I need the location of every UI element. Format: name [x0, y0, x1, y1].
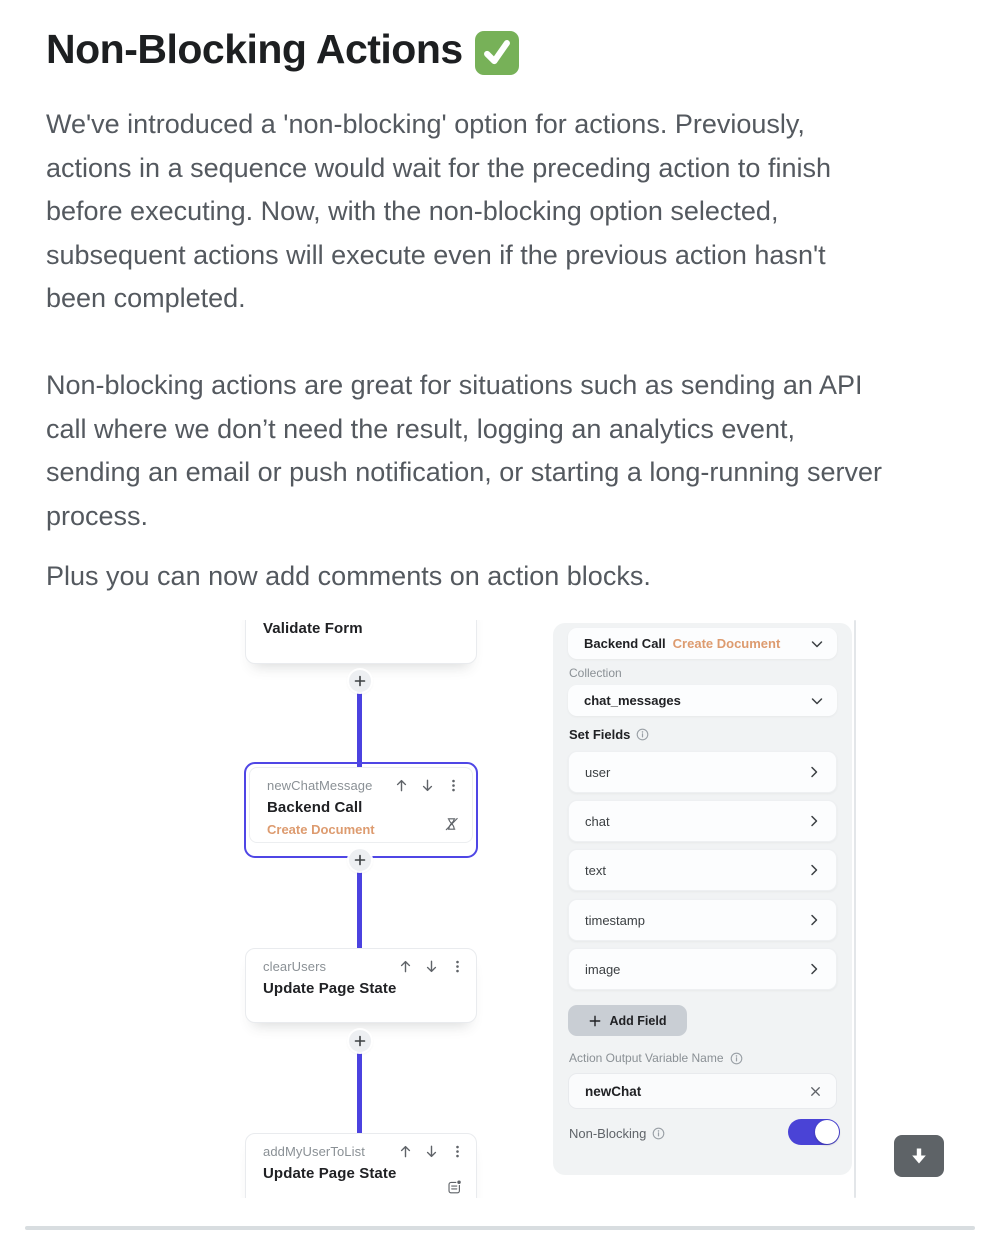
- plus-icon: [354, 675, 366, 687]
- arrow-down-icon: [912, 1148, 926, 1164]
- output-variable-value: newChat: [585, 1083, 642, 1099]
- action-card-selection-outline: newChatMessage Backend Call Create Docum…: [244, 762, 478, 858]
- action-card-new-chat-message[interactable]: newChatMessage Backend Call Create Docum…: [249, 767, 473, 843]
- action-properties-panel: Backend Call Create Document Collection …: [553, 623, 852, 1175]
- paragraph-line: sending an email or push notification, o…: [46, 457, 882, 487]
- chevron-right-icon: [806, 813, 822, 829]
- move-down-icon[interactable]: [423, 958, 440, 975]
- info-icon[interactable]: [652, 1127, 665, 1140]
- plus-icon: [354, 1035, 366, 1047]
- action-name-label: newChatMessage: [267, 778, 373, 793]
- plus-icon: [354, 854, 366, 866]
- paragraph-line: process.: [46, 500, 149, 531]
- page-title: Non-Blocking Actions: [46, 26, 519, 75]
- action-card-validate-form[interactable]: Validate Form: [245, 620, 477, 664]
- move-up-icon[interactable]: [397, 958, 414, 975]
- field-row-user[interactable]: user: [568, 751, 837, 793]
- comment-note-icon[interactable]: [446, 1178, 463, 1195]
- action-editor-screenshot: Validate Form newChatMessage Backend Cal…: [240, 620, 858, 1198]
- field-row-chat[interactable]: chat: [568, 800, 837, 842]
- non-blocking-label: Non-Blocking: [569, 1126, 665, 1141]
- kebab-menu-icon[interactable]: [449, 1143, 466, 1160]
- add-field-button[interactable]: Add Field: [568, 1005, 687, 1036]
- kebab-menu-icon[interactable]: [445, 777, 462, 794]
- move-down-icon[interactable]: [419, 777, 436, 794]
- add-action-button[interactable]: [349, 849, 371, 871]
- action-card-title: Update Page State: [263, 980, 397, 997]
- paragraph-intro: We've introduced a 'non-blocking' option…: [46, 103, 831, 321]
- action-name-label: addMyUserToList: [263, 1144, 365, 1159]
- field-name: image: [585, 961, 621, 977]
- action-connector-line: [357, 690, 362, 767]
- set-fields-label: Set Fields: [569, 727, 649, 742]
- collection-label: Collection: [569, 666, 622, 680]
- paragraph-comments: Plus you can now add comments on action …: [46, 555, 651, 599]
- collection-select[interactable]: chat_messages: [568, 685, 837, 716]
- kebab-menu-icon[interactable]: [449, 958, 466, 975]
- collection-value: chat_messages: [584, 693, 681, 708]
- paragraph-line: Plus you can now add comments on action …: [46, 561, 651, 591]
- non-blocking-toggle[interactable]: [788, 1119, 840, 1145]
- action-connector-line: [357, 869, 362, 948]
- scroll-down-button[interactable]: [894, 1135, 944, 1177]
- add-field-label: Add Field: [609, 1013, 667, 1028]
- field-name: chat: [585, 813, 610, 829]
- action-type-select[interactable]: Backend Call Create Document: [568, 628, 837, 659]
- non-blocking-hourglass-icon: [443, 815, 460, 832]
- info-icon[interactable]: [636, 728, 649, 741]
- add-action-button[interactable]: [349, 1030, 371, 1052]
- non-blocking-label-text: Non-Blocking: [569, 1126, 647, 1141]
- add-action-button[interactable]: [349, 670, 371, 692]
- chevron-right-icon: [806, 862, 822, 878]
- paragraph-line: been completed.: [46, 283, 246, 313]
- action-card-clear-users[interactable]: clearUsers Update Page State: [245, 948, 477, 1023]
- chevron-down-icon: [809, 693, 825, 709]
- paragraph-line: Non-blocking actions are great for situa…: [46, 370, 863, 400]
- output-variable-label-text: Action Output Variable Name: [569, 1051, 724, 1065]
- set-fields-label-text: Set Fields: [569, 727, 631, 742]
- action-card-subtitle: Create Document: [267, 822, 375, 837]
- paragraph-line: actions in a sequence would wait for the…: [46, 152, 831, 183]
- chevron-right-icon: [806, 912, 822, 928]
- field-name: timestamp: [585, 912, 645, 928]
- field-row-text[interactable]: text: [568, 849, 837, 891]
- field-row-image[interactable]: image: [568, 948, 837, 990]
- chevron-right-icon: [806, 961, 822, 977]
- move-down-icon[interactable]: [423, 1143, 440, 1160]
- action-card-title: Validate Form: [263, 620, 363, 637]
- page-title-text: Non-Blocking Actions: [46, 26, 463, 72]
- screenshot-right-border: [854, 620, 856, 1198]
- output-variable-input[interactable]: newChat: [568, 1073, 837, 1109]
- paragraph-use-cases: Non-blocking actions are great for situa…: [46, 364, 882, 538]
- field-row-timestamp[interactable]: timestamp: [568, 899, 837, 941]
- toggle-knob: [815, 1120, 839, 1144]
- field-name: text: [585, 862, 606, 878]
- paragraph-line: We've introduced a 'non-blocking' option…: [46, 109, 805, 139]
- move-up-icon[interactable]: [397, 1143, 414, 1160]
- action-name-label: clearUsers: [263, 959, 327, 974]
- paragraph-line: subsequent actions will execute even if …: [46, 239, 826, 270]
- move-up-icon[interactable]: [393, 777, 410, 794]
- plus-icon: [589, 1015, 600, 1026]
- paragraph-line: before executing. Now, with the non-bloc…: [46, 196, 779, 226]
- info-icon[interactable]: [730, 1052, 743, 1065]
- action-type-value: Backend Call: [584, 636, 666, 651]
- field-name: user: [585, 764, 611, 780]
- check-mark-emoji-icon: [474, 30, 519, 75]
- output-variable-label: Action Output Variable Name: [569, 1051, 743, 1065]
- bottom-divider: [25, 1226, 975, 1230]
- action-connector-line: [357, 1050, 362, 1134]
- chevron-down-icon: [809, 636, 825, 652]
- action-subtype-value: Create Document: [672, 636, 781, 651]
- action-card-title: Update Page State: [263, 1165, 397, 1182]
- clear-icon[interactable]: [808, 1084, 823, 1099]
- chevron-right-icon: [806, 764, 822, 780]
- action-card-add-my-user[interactable]: addMyUserToList Update Page State: [245, 1133, 477, 1198]
- paragraph-line: call where we don’t need the result, log…: [46, 413, 795, 444]
- action-card-title: Backend Call: [267, 799, 363, 816]
